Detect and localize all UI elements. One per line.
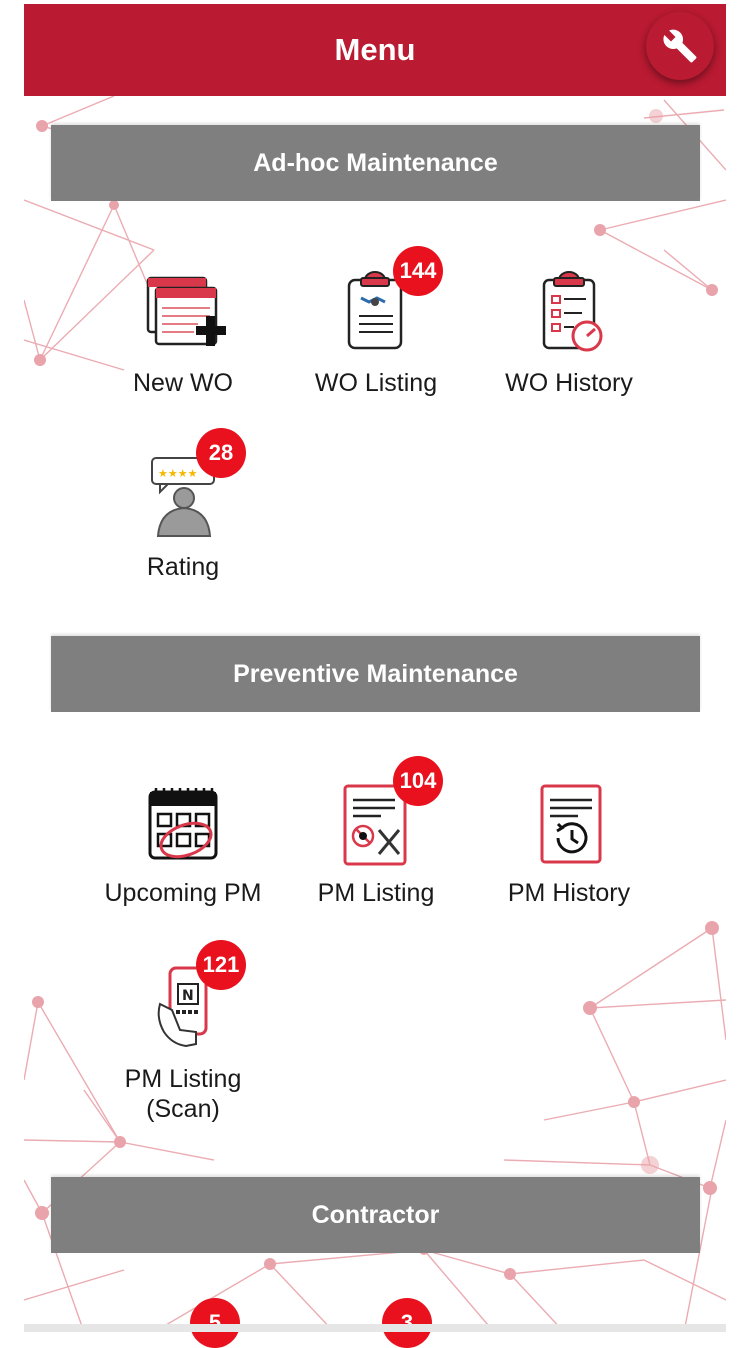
pm-history-icon <box>540 784 602 864</box>
page-title: Menu <box>334 32 416 67</box>
tile-wo-history[interactable]: WO History <box>474 268 664 398</box>
svg-text:★★★★: ★★★★ <box>158 467 198 480</box>
section-header-adhoc: Ad-hoc Maintenance <box>51 125 700 201</box>
tile-pm-history[interactable]: PM History <box>474 778 664 908</box>
section-header-contractor: Contractor <box>51 1177 700 1253</box>
tile-label: New WO <box>133 369 233 397</box>
notification-badge: 144 <box>393 246 443 296</box>
bottom-edge <box>24 1324 726 1332</box>
tile-pm-listing-scan[interactable]: N 121 PM Listing (Scan) <box>88 940 278 1124</box>
notification-badge: 104 <box>393 756 443 806</box>
notification-badge: 3 <box>382 1298 432 1348</box>
tile-label-line2: (Scan) <box>146 1095 220 1123</box>
tile-label: PM History <box>507 879 631 907</box>
tile-label: WO Listing <box>314 369 438 397</box>
calendar-icon <box>148 788 218 860</box>
svg-text:N: N <box>182 988 194 1004</box>
tile-label: PM Listing (Scan) <box>88 1064 278 1124</box>
tile-rating[interactable]: ★★★★ 28 Rating <box>88 428 278 582</box>
tile-wo-listing[interactable]: 144 WO Listing <box>281 246 471 398</box>
section-header-preventive: Preventive Maintenance <box>51 636 700 712</box>
phone-scan-icon: N <box>157 966 208 1048</box>
wrench-icon <box>663 29 697 63</box>
tile-pm-listing[interactable]: 104 PM Listing <box>281 756 471 908</box>
tile-label: Rating <box>146 553 220 581</box>
notification-badge: 28 <box>196 428 246 478</box>
tile-upcoming-pm[interactable]: Upcoming PM <box>88 778 278 908</box>
network-background <box>24 95 726 1332</box>
tile-new-wo[interactable]: New WO <box>88 268 278 398</box>
tile-label: PM Listing <box>317 879 435 907</box>
pm-listing-icon <box>343 784 407 866</box>
settings-fab-button[interactable] <box>646 12 714 80</box>
wo-listing-icon <box>347 271 403 350</box>
tile-label: Upcoming PM <box>104 879 262 907</box>
app-bar: Menu <box>24 4 726 96</box>
new-wo-icon <box>146 276 226 346</box>
wo-history-icon <box>542 271 603 352</box>
rating-icon: ★★★★ <box>151 457 215 537</box>
notification-badge: 121 <box>196 940 246 990</box>
tile-label: WO History <box>505 369 633 397</box>
notification-badge: 5 <box>190 1298 240 1348</box>
tile-label-line1: PM Listing <box>124 1065 242 1093</box>
